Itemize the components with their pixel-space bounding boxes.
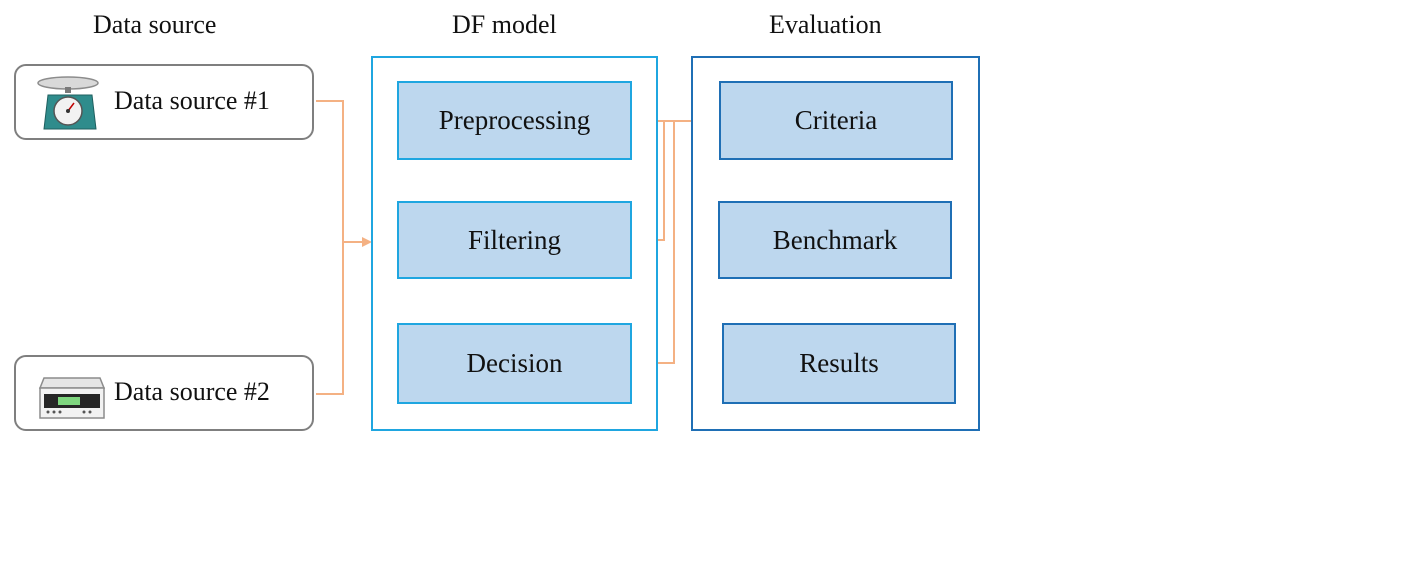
data-source-1-box: Data source #1 xyxy=(14,64,314,140)
data-source-2-box: Data source #2 xyxy=(14,355,314,431)
data-source-1-label: Data source #1 xyxy=(114,86,270,115)
preprocessing-label: Preprocessing xyxy=(438,105,591,135)
results-step: Results xyxy=(722,323,956,404)
decision-step: Decision xyxy=(397,323,632,404)
benchmark-label: Benchmark xyxy=(772,224,898,255)
digital-scale-icon xyxy=(38,377,106,419)
results-label: Results xyxy=(799,348,879,378)
criteria-label: Criteria xyxy=(794,105,878,135)
evaluation-column-title: Evaluation xyxy=(769,10,882,39)
decision-label: Decision xyxy=(466,348,563,378)
benchmark-step: Benchmark xyxy=(718,201,952,279)
dial-scale-icon xyxy=(37,76,99,130)
df-model-column-title: DF model xyxy=(452,10,557,39)
source-connector-lines xyxy=(316,100,364,395)
source-to-df-arrowhead xyxy=(362,237,372,247)
data-source-column-title: Data source xyxy=(93,10,217,39)
criteria-step: Criteria xyxy=(719,81,953,160)
filtering-label: Filtering xyxy=(468,224,561,255)
filtering-step: Filtering xyxy=(397,201,632,279)
preprocessing-step: Preprocessing xyxy=(397,81,632,160)
data-source-2-label: Data source #2 xyxy=(114,377,270,406)
